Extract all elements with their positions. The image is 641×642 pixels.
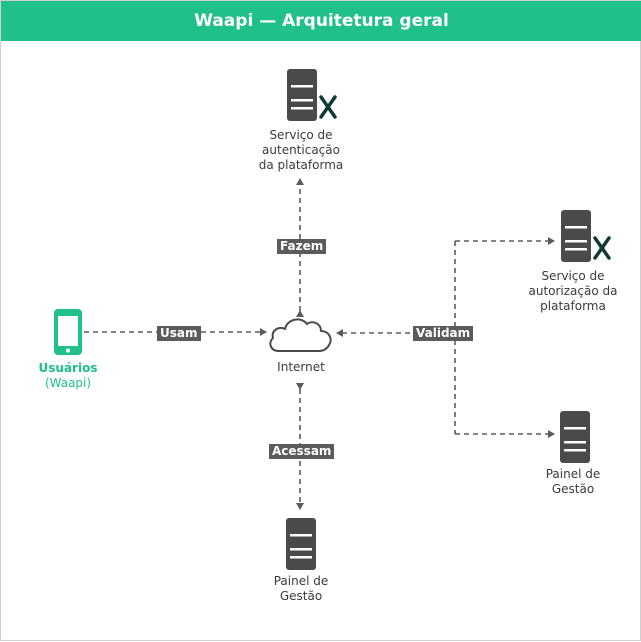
authorization-service-label: Serviço de autorização da plataforma — [503, 269, 641, 314]
edge-label-fazem: Fazem — [277, 239, 327, 254]
server-icon — [560, 411, 590, 463]
auth-service-label: Serviço de autenticação da plataforma — [231, 128, 371, 173]
authorization-line-1: Serviço de — [541, 269, 605, 283]
panel-right-label: Painel de Gestão — [503, 467, 641, 497]
panel-bottom-line-1: Painel de — [273, 574, 329, 588]
server-x-icon — [287, 69, 337, 121]
auth-service-line-2: autenticação — [262, 143, 340, 157]
edge-label-validam: Validam — [413, 326, 474, 341]
users-line-1: Usuários — [38, 361, 98, 375]
panel-bottom-label: Painel de Gestão — [231, 574, 371, 604]
server-icon — [286, 518, 316, 570]
cloud-icon — [269, 318, 332, 352]
panel-right-line-1: Painel de — [545, 467, 601, 481]
panel-bottom-line-2: Gestão — [279, 589, 323, 603]
users-line-2: (Waapi) — [44, 376, 92, 390]
edge-label-usam: Usam — [157, 326, 201, 341]
auth-service-line-3: da plataforma — [258, 158, 344, 172]
auth-service-line-1: Serviço de — [269, 128, 333, 142]
authorization-line-3: plataforma — [540, 299, 606, 313]
internet-label: Internet — [277, 360, 325, 374]
authorization-line-2: autorização da — [528, 284, 618, 298]
edge-label-acessam: Acessam — [269, 444, 335, 459]
diagram-title: Waapi — Arquitetura geral — [1, 1, 641, 41]
panel-right-line-2: Gestão — [551, 482, 595, 496]
users-label: Usuários (Waapi) — [0, 361, 138, 391]
smartphone-icon — [54, 309, 82, 355]
server-x-icon — [561, 210, 611, 262]
